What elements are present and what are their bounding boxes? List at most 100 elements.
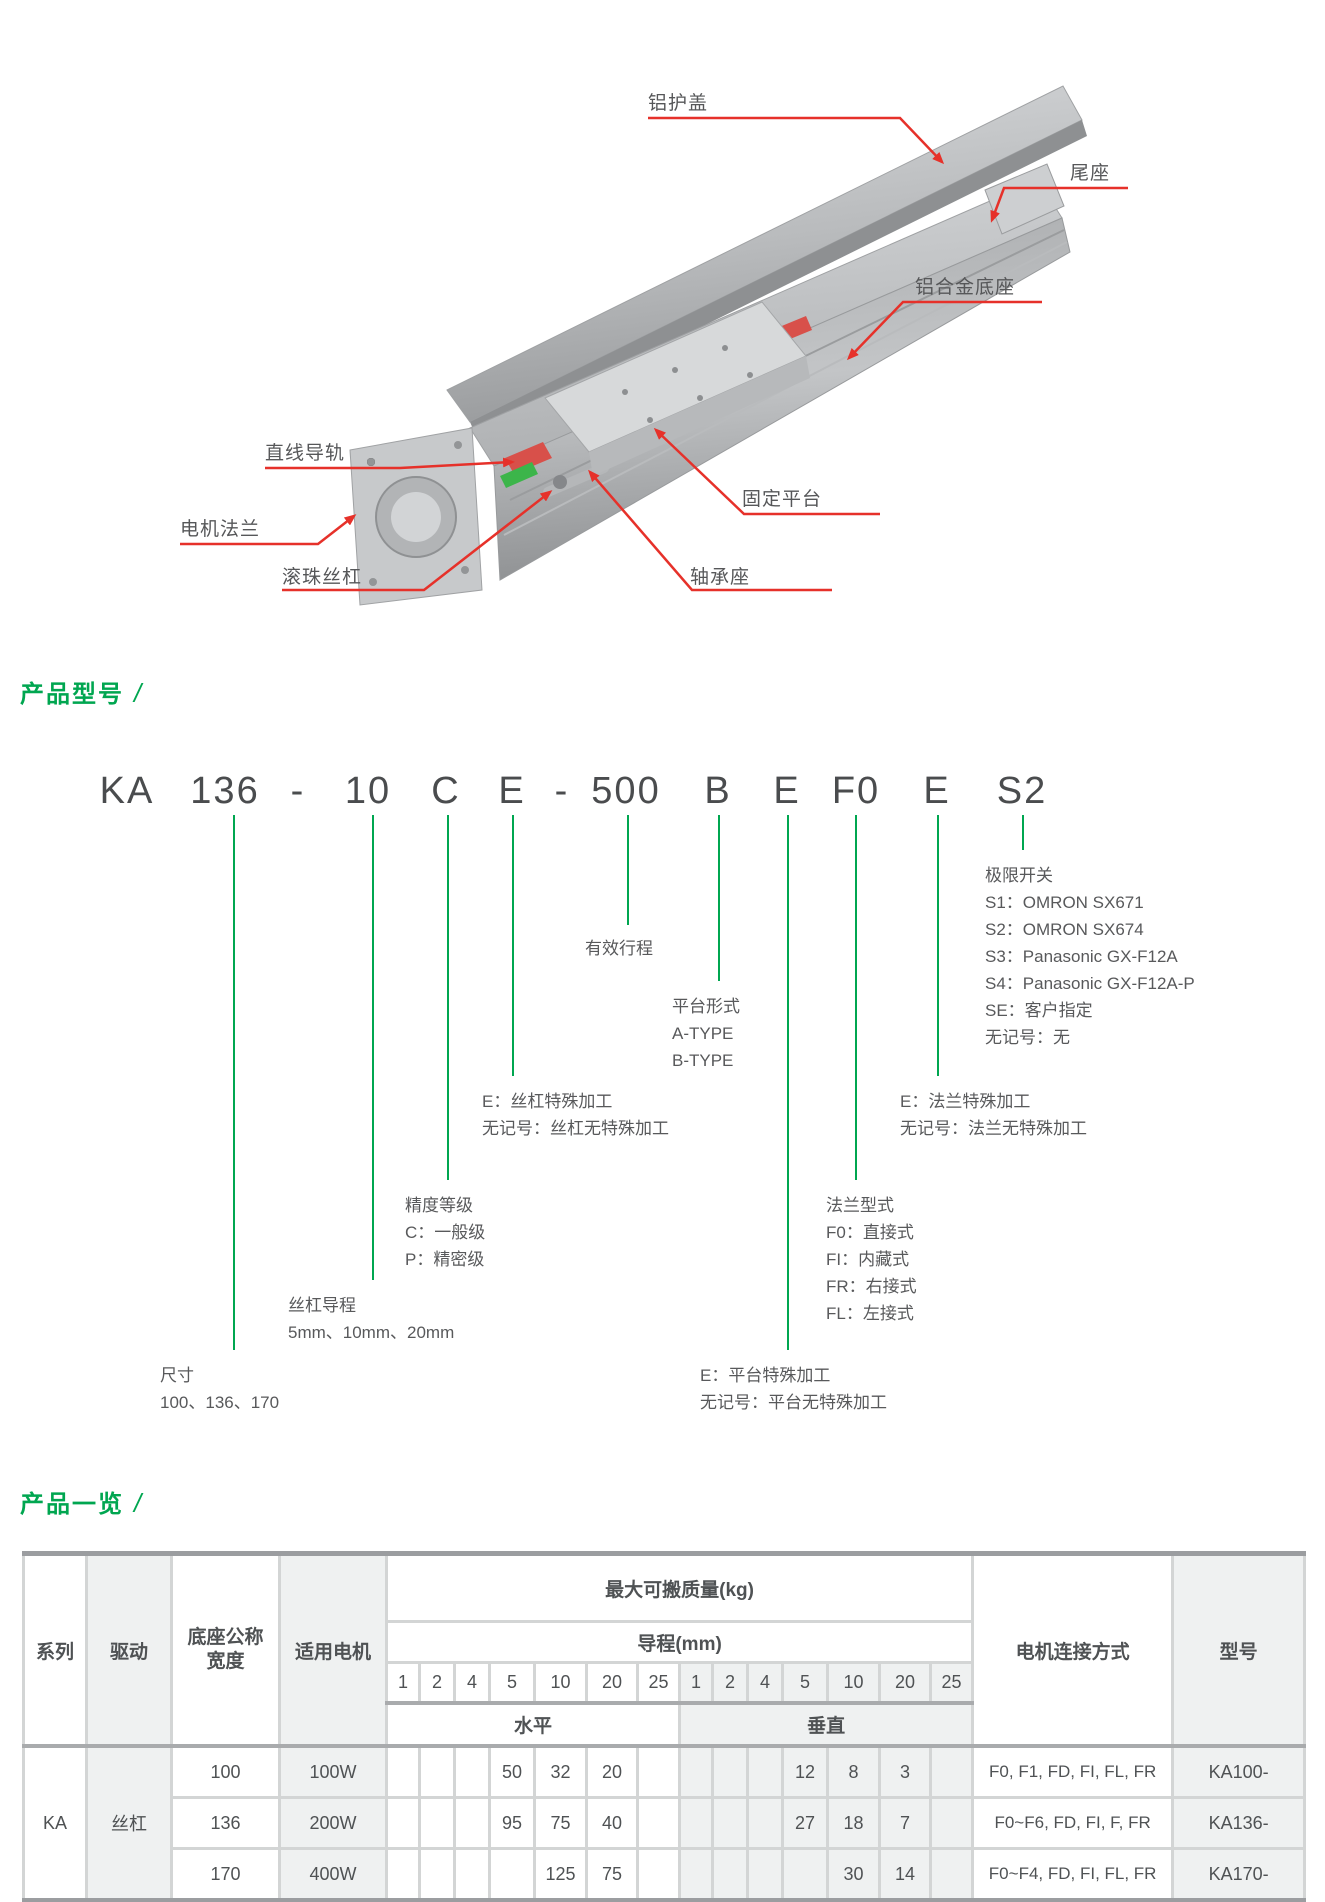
breakdown-size: 尺寸 100、136、170 <box>160 1362 279 1416</box>
payload-cell: 27 <box>781 1796 829 1850</box>
label-aluminum-cover: 铝护盖 <box>648 93 709 114</box>
lead-col-header: 1 <box>678 1661 714 1705</box>
payload-cell <box>746 1847 784 1902</box>
model-seg-precision: C <box>431 770 461 812</box>
breakdown-screw-special-e: E：丝杠特殊加工 <box>482 1092 613 1111</box>
breakdown-flange-special-e: E：法兰特殊加工 <box>900 1092 1031 1111</box>
model-cell: KA100- <box>1171 1744 1307 1799</box>
payload-cell <box>453 1744 491 1799</box>
breakdown-size-title: 尺寸 <box>160 1366 194 1385</box>
label-fixed-platform: 固定平台 <box>742 489 823 510</box>
drive-cell: 丝杠 <box>85 1744 173 1902</box>
col-header-lead: 导程(mm) <box>384 1620 975 1664</box>
label-linear-guide: 直线导轨 <box>265 443 346 464</box>
label-ball-screw: 滚珠丝杠 <box>282 567 363 588</box>
model-section-heading: 产品型号 / <box>20 674 143 709</box>
payload-cell <box>678 1796 714 1850</box>
payload-cell <box>488 1847 536 1902</box>
breakdown-platform-special-none: 无记号：平台无特殊加工 <box>700 1393 887 1412</box>
code-line-platform-type <box>718 815 720 981</box>
motor-connection-cell: F0~F6, FD, FI, F, FR <box>971 1796 1175 1850</box>
breakdown-platform-type-b: B-TYPE <box>672 1051 734 1070</box>
payload-cell: 12 <box>781 1744 829 1799</box>
breakdown-size-values: 100、136、170 <box>160 1393 280 1412</box>
lead-col-header: 25 <box>928 1661 975 1705</box>
overview-section-heading: 产品一览 / <box>20 1484 143 1519</box>
table-row: 170 400W 125 75 30 14 F0~F4, FD, FI, FL,… <box>24 1847 1307 1902</box>
carriage-platform-shape <box>544 301 810 476</box>
breakdown-platform-special-e: E：平台特殊加工 <box>700 1366 831 1385</box>
breakdown-precision-p: P：精密级 <box>405 1250 485 1269</box>
lead-col-header: 25 <box>636 1661 681 1705</box>
overview-section-title: 产品一览 <box>20 1491 124 1518</box>
breakdown-limit-switch-s4: S4：Panasonic GX-F12A-P <box>985 974 1195 993</box>
payload-cell <box>928 1744 975 1799</box>
product-overview-table: 系列 驱动 底座公称宽度 适用电机 最大可搬质量(kg) 电机连接方式 型号 导… <box>22 1551 1307 1902</box>
code-line-limit-switch <box>1022 815 1024 850</box>
col-header-model: 型号 <box>1171 1552 1307 1748</box>
leader-screw <box>282 490 553 592</box>
payload-cell <box>928 1847 975 1902</box>
col-header-base-width: 底座公称宽度 <box>170 1552 281 1748</box>
col-header-motor: 适用电机 <box>278 1552 388 1748</box>
model-section-title: 产品型号 <box>20 681 124 708</box>
code-line-flange-type <box>855 815 857 1180</box>
lead-col-header: 20 <box>585 1661 639 1705</box>
col-header-horizontal: 水平 <box>385 1701 681 1748</box>
motor-cell: 200W <box>278 1796 388 1850</box>
model-seg-flange-type: F0 <box>831 770 881 812</box>
lead-col-header: 2 <box>711 1661 749 1705</box>
breakdown-lead: 丝杠导程 5mm、10mm、20mm <box>288 1292 454 1346</box>
payload-cell <box>418 1847 456 1902</box>
model-cell: KA136- <box>1171 1796 1307 1850</box>
lead-col-header: 4 <box>746 1661 784 1705</box>
breakdown-limit-switch-none: 无记号：无 <box>985 1028 1070 1047</box>
leader-flange <box>180 514 357 546</box>
heading-slash: / <box>134 678 144 708</box>
model-seg-limit-switch: S2 <box>996 770 1048 812</box>
lead-col-header: 1 <box>385 1661 421 1705</box>
leader-bearing <box>588 469 832 592</box>
payload-cell <box>928 1796 975 1850</box>
motor-cell: 400W <box>278 1847 388 1902</box>
col-header-vertical: 垂直 <box>677 1701 975 1748</box>
payload-cell: 40 <box>585 1796 639 1850</box>
payload-cell <box>711 1796 749 1850</box>
col-header-motor-connection: 电机连接方式 <box>971 1552 1175 1748</box>
lead-col-header: 4 <box>453 1661 491 1705</box>
breakdown-flange-type-fi: FI：内藏式 <box>826 1250 910 1269</box>
breakdown-limit-switch-title: 极限开关 <box>985 866 1053 885</box>
leader-cover <box>648 116 945 165</box>
code-line-lead <box>372 815 374 1280</box>
breakdown-limit-switch: 极限开关 S1：OMRON SX671 S2：OMRON SX674 S3：Pa… <box>985 862 1195 1051</box>
label-bearing-seat: 轴承座 <box>690 567 751 588</box>
breakdown-flange-type: 法兰型式 F0：直接式 FI：内藏式 FR：右接式 FL：左接式 <box>826 1192 917 1327</box>
breakdown-platform-type-title: 平台形式 <box>672 997 740 1016</box>
lead-col-header: 10 <box>533 1661 588 1705</box>
heading-slash-2: / <box>134 1488 144 1518</box>
product-illustration <box>180 85 1128 606</box>
payload-cell: 8 <box>826 1744 881 1799</box>
payload-cell: 18 <box>826 1796 881 1850</box>
model-seg-screw-special: E <box>498 770 526 812</box>
code-line-platform-special <box>787 815 789 1350</box>
payload-cell <box>746 1796 784 1850</box>
payload-cell <box>385 1744 421 1799</box>
col-header-series: 系列 <box>22 1552 88 1748</box>
breakdown-lead-values: 5mm、10mm、20mm <box>288 1323 455 1342</box>
payload-cell: 3 <box>878 1744 932 1799</box>
breakdown-limit-switch-se: SE：客户指定 <box>985 1001 1093 1020</box>
breakdown-flange-type-title: 法兰型式 <box>826 1196 894 1215</box>
payload-cell <box>385 1796 421 1850</box>
breakdown-limit-switch-s3: S3：Panasonic GX-F12A <box>985 947 1178 966</box>
model-seg-dash2: - <box>554 770 570 812</box>
payload-cell <box>711 1847 749 1902</box>
payload-cell: 125 <box>533 1847 588 1902</box>
code-line-screw-special <box>512 815 514 1076</box>
payload-cell: 30 <box>826 1847 881 1902</box>
payload-cell <box>636 1744 681 1799</box>
breakdown-precision-c: C：一般级 <box>405 1223 486 1242</box>
payload-cell <box>453 1847 491 1902</box>
lead-col-header: 5 <box>781 1661 829 1705</box>
